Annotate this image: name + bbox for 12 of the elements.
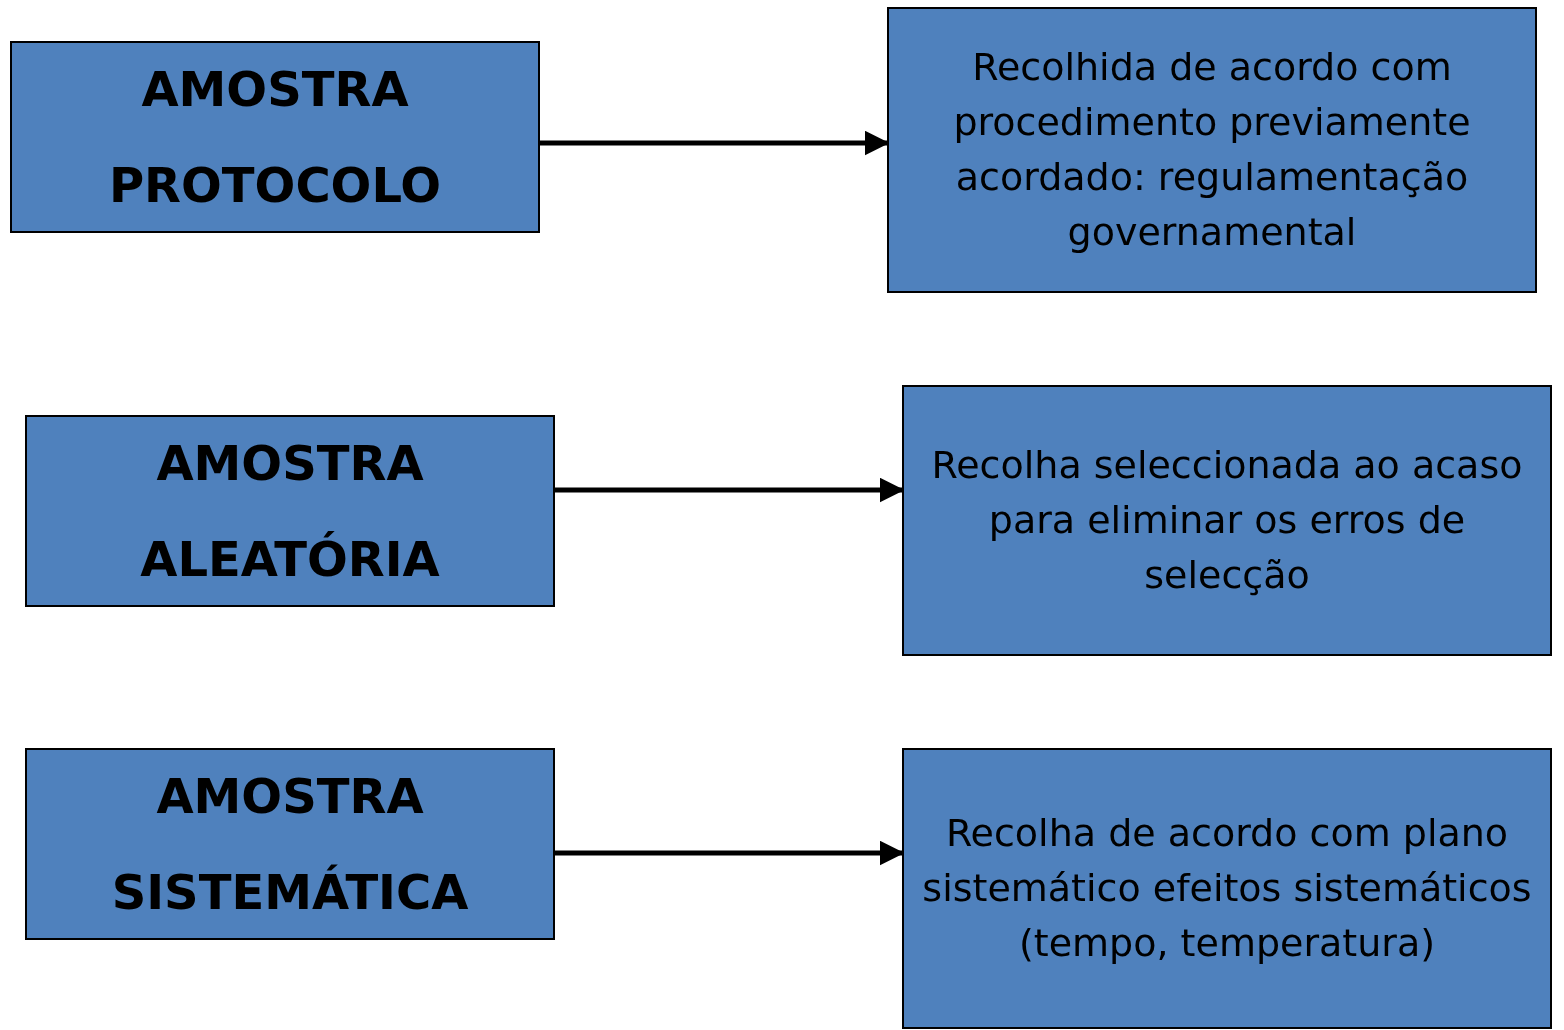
description-text: Recolha de acordo com plano sistemático efeitos sistemáticos (tempo, temperatura)	[921, 809, 1533, 968]
term-label: AMOSTRA ALEATÓRIA	[140, 434, 440, 589]
term-box	[25, 748, 555, 940]
description-box	[902, 748, 1552, 1029]
description-box	[887, 7, 1537, 293]
term-label: AMOSTRA SISTEMÁTICA	[111, 767, 469, 922]
description-text: Recolhida de acordo com procedimento previamente acordado: regulamentação governamental	[952, 43, 1472, 257]
term-label: AMOSTRA PROTOCOLO	[108, 60, 442, 215]
description-text: Recolha seleccionada ao acaso para eliminar os erros de selecção	[930, 441, 1524, 600]
term-box	[10, 41, 540, 233]
term-box	[25, 415, 555, 607]
description-box	[902, 385, 1552, 656]
